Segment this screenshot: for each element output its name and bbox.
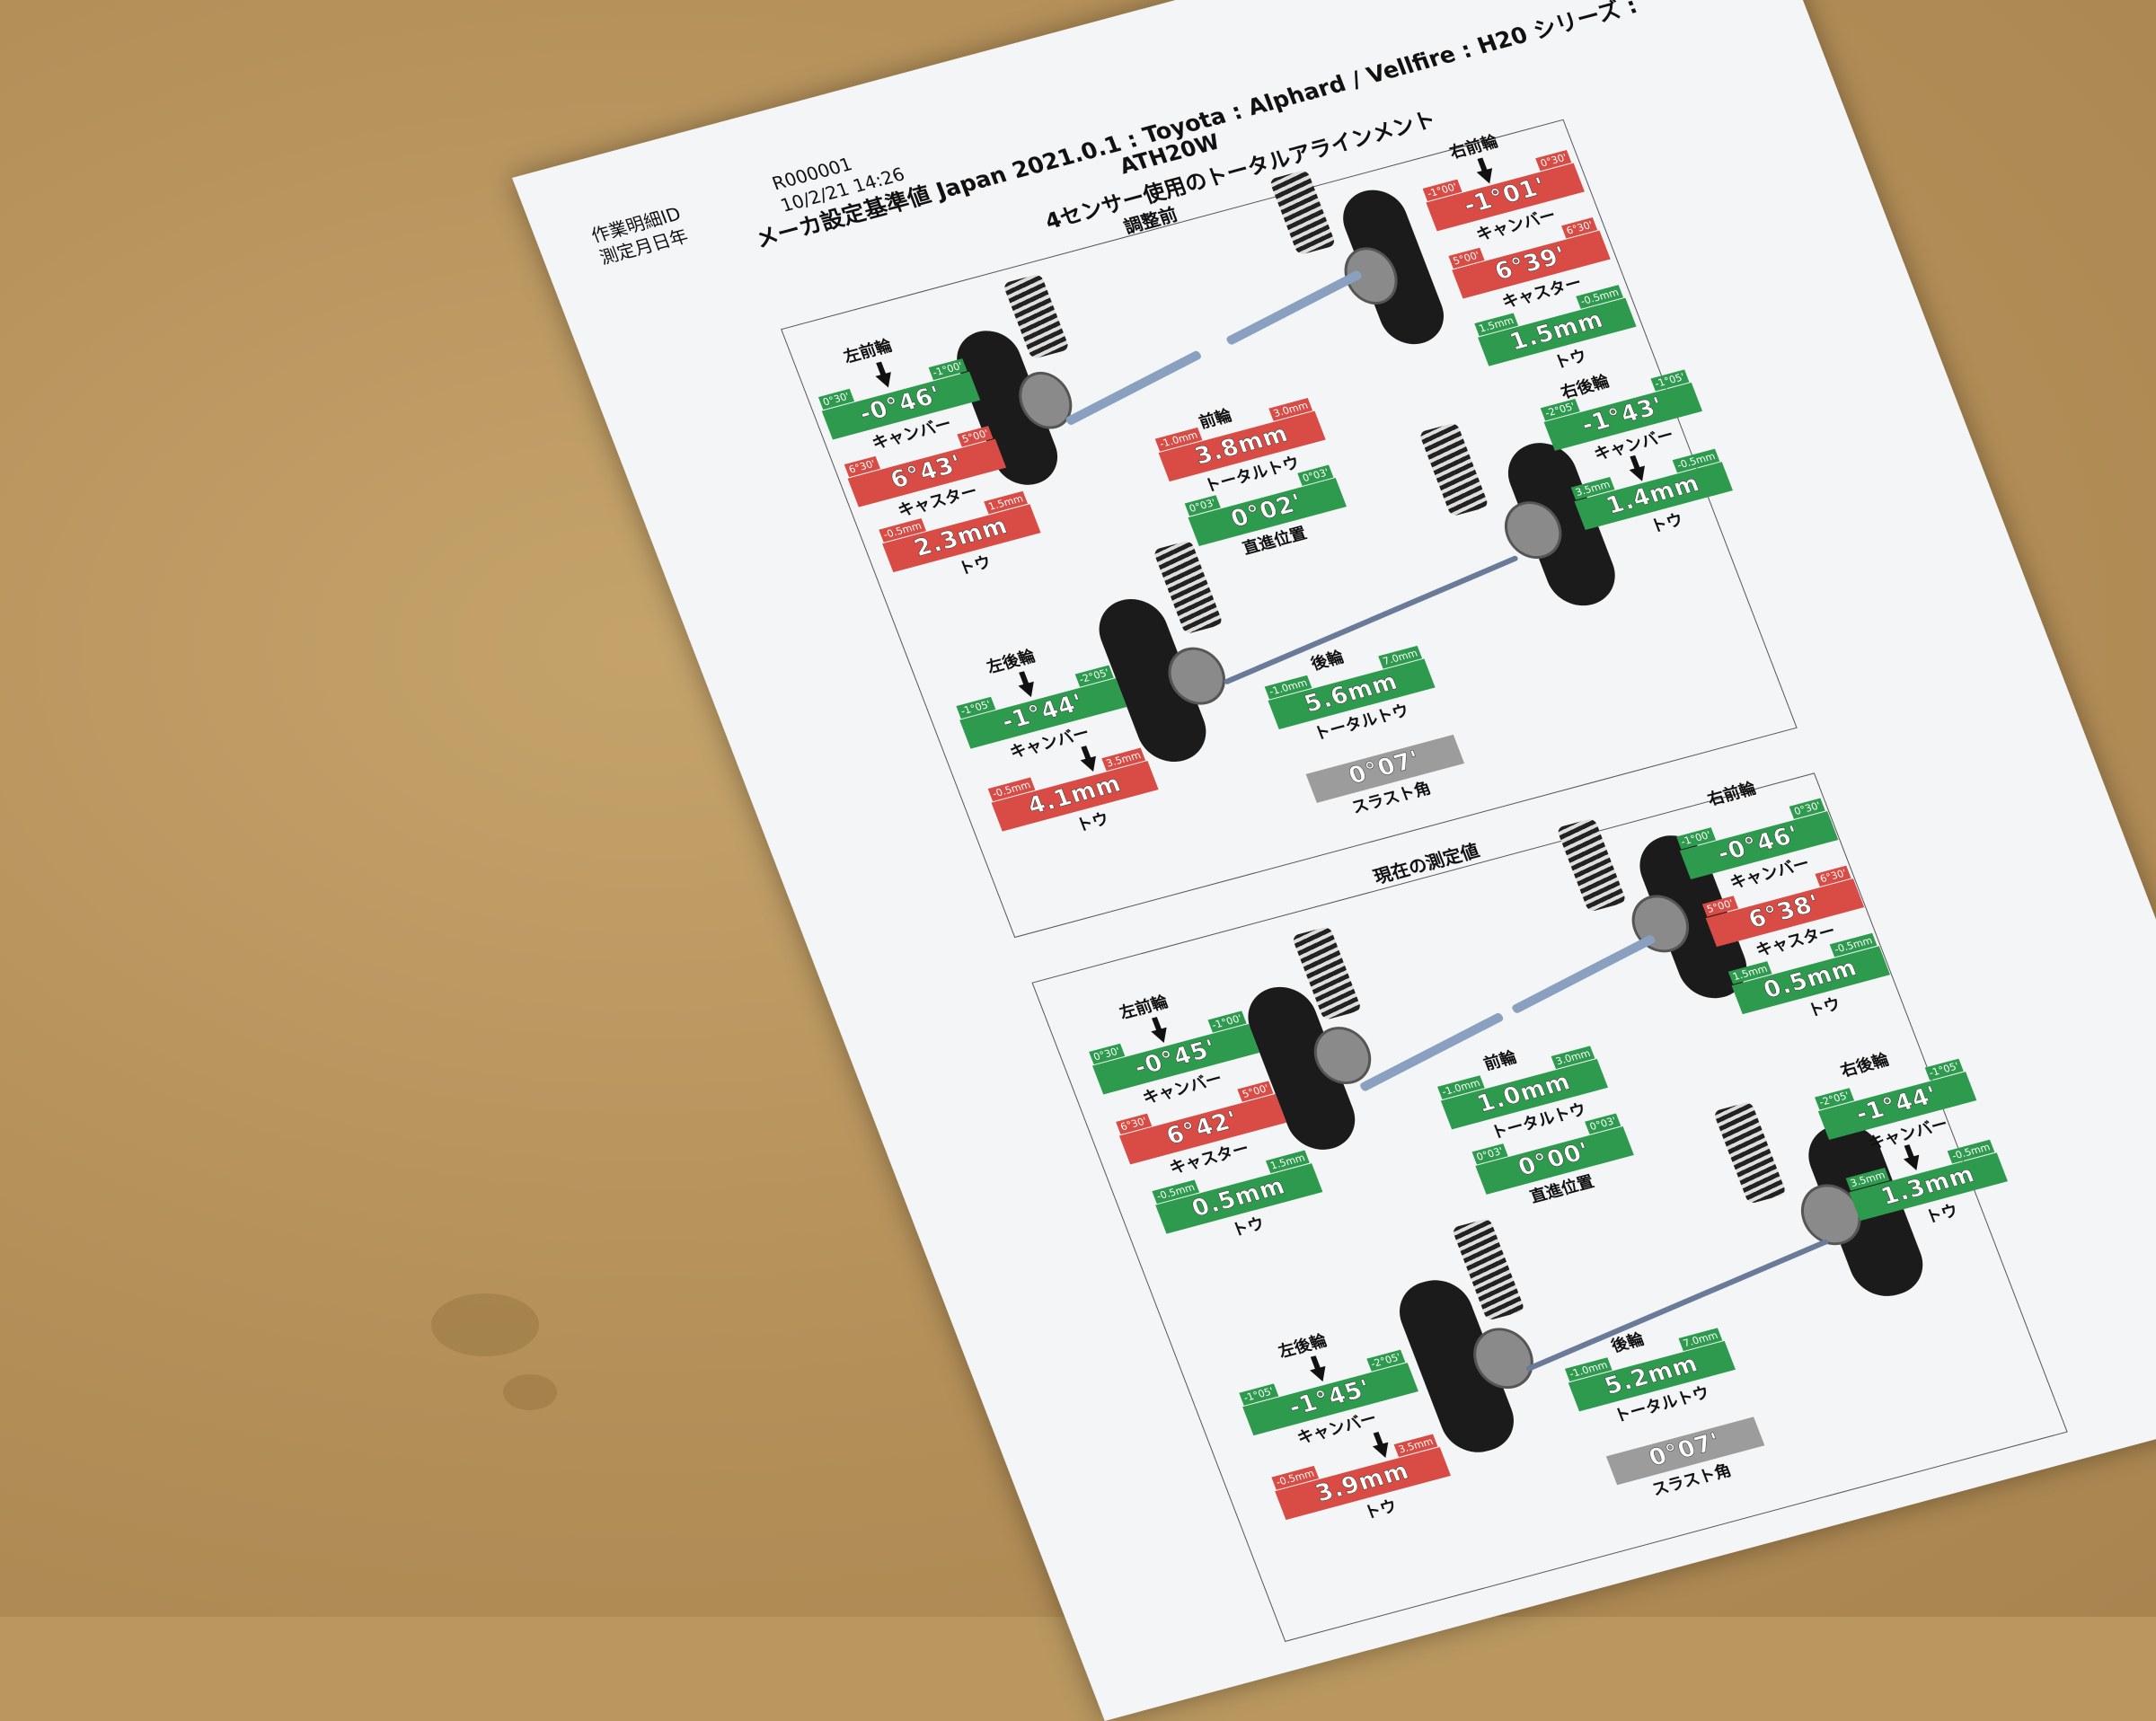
table-stain	[503, 1374, 557, 1410]
table-stain	[431, 1293, 539, 1356]
